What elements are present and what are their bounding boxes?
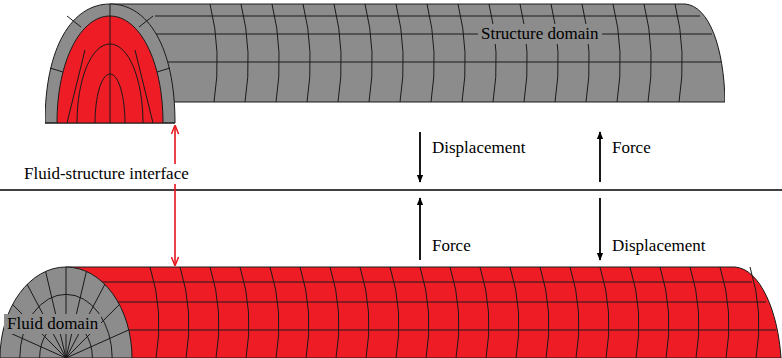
mesh-line	[540, 267, 549, 358]
mesh-line	[489, 4, 496, 102]
mesh-line	[365, 4, 372, 102]
mesh-line	[300, 267, 309, 358]
mesh-line	[644, 4, 651, 102]
mesh-line	[270, 267, 279, 358]
mesh-line	[510, 267, 519, 358]
mesh-line	[427, 4, 434, 102]
domain-name: Fluid domain	[4, 314, 101, 334]
mesh-line	[155, 16, 700, 17]
displacement-label: Displacement	[610, 236, 707, 256]
mesh-line	[390, 267, 399, 358]
mesh-line	[272, 4, 279, 102]
mesh-line	[210, 4, 217, 102]
mesh-line	[45, 4, 175, 123]
mesh-line	[57, 16, 163, 123]
mesh-line	[150, 267, 159, 358]
displacement-arrow	[599, 198, 601, 260]
mesh-line	[66, 330, 129, 358]
mesh-outline	[0, 266, 782, 358]
mesh-line	[570, 267, 579, 358]
mesh-line	[480, 267, 489, 358]
mesh-line	[0, 267, 132, 358]
mesh-outline	[45, 2, 725, 125]
mesh-line	[110, 16, 111, 123]
mesh-line	[613, 4, 620, 102]
mesh-line	[582, 4, 589, 102]
mesh-line	[330, 267, 339, 358]
mesh-line	[155, 34, 712, 35]
coupling-arrow	[174, 126, 176, 265]
mesh-line	[630, 267, 639, 358]
structure-domain: Structure domain	[45, 2, 725, 125]
mesh-line	[3, 330, 66, 358]
displacement-label: Displacement	[430, 138, 527, 158]
mesh-line	[675, 4, 682, 102]
mesh-line	[67, 50, 85, 123]
force-arrow	[599, 132, 601, 182]
mesh-line	[420, 267, 429, 358]
mesh-line	[660, 267, 669, 358]
mesh-line	[135, 50, 153, 123]
mesh-line	[155, 62, 721, 63]
mesh-line	[157, 68, 170, 72]
mesh-line	[241, 4, 248, 102]
mesh-line	[450, 267, 459, 358]
mesh-line	[100, 330, 776, 331]
mesh-line	[240, 267, 249, 358]
mesh-line	[396, 4, 403, 102]
displacement-arrow	[419, 132, 421, 182]
mesh-line	[100, 282, 752, 283]
domain-name: Structure domain	[478, 24, 602, 44]
mesh-line	[110, 4, 111, 16]
mesh-line	[360, 267, 369, 358]
mesh-line	[45, 123, 57, 124]
force-label: Force	[610, 138, 653, 158]
mesh-line	[551, 4, 558, 102]
mesh-line	[520, 4, 527, 102]
mesh-line	[600, 267, 609, 358]
mesh-line	[163, 123, 175, 124]
mesh-line	[720, 267, 729, 358]
mesh-line	[139, 16, 153, 27]
mesh-line	[750, 267, 759, 358]
mesh-line	[458, 4, 465, 102]
mesh-line	[690, 267, 699, 358]
mesh-line	[110, 4, 725, 102]
mesh-line	[210, 267, 219, 358]
mesh-line	[50, 68, 63, 72]
force-arrow	[419, 198, 421, 260]
mesh-line	[66, 267, 67, 358]
mesh-line	[180, 267, 189, 358]
fluid-domain: Fluid domain	[0, 266, 782, 358]
mesh-line	[66, 267, 781, 358]
mesh-line	[303, 4, 310, 102]
mesh-line	[67, 16, 81, 27]
mesh-line	[100, 302, 766, 303]
interface-label: Fluid-structure interface	[22, 164, 191, 184]
interface-line	[0, 189, 782, 191]
mesh-line	[334, 4, 341, 102]
force-label: Force	[430, 236, 473, 256]
